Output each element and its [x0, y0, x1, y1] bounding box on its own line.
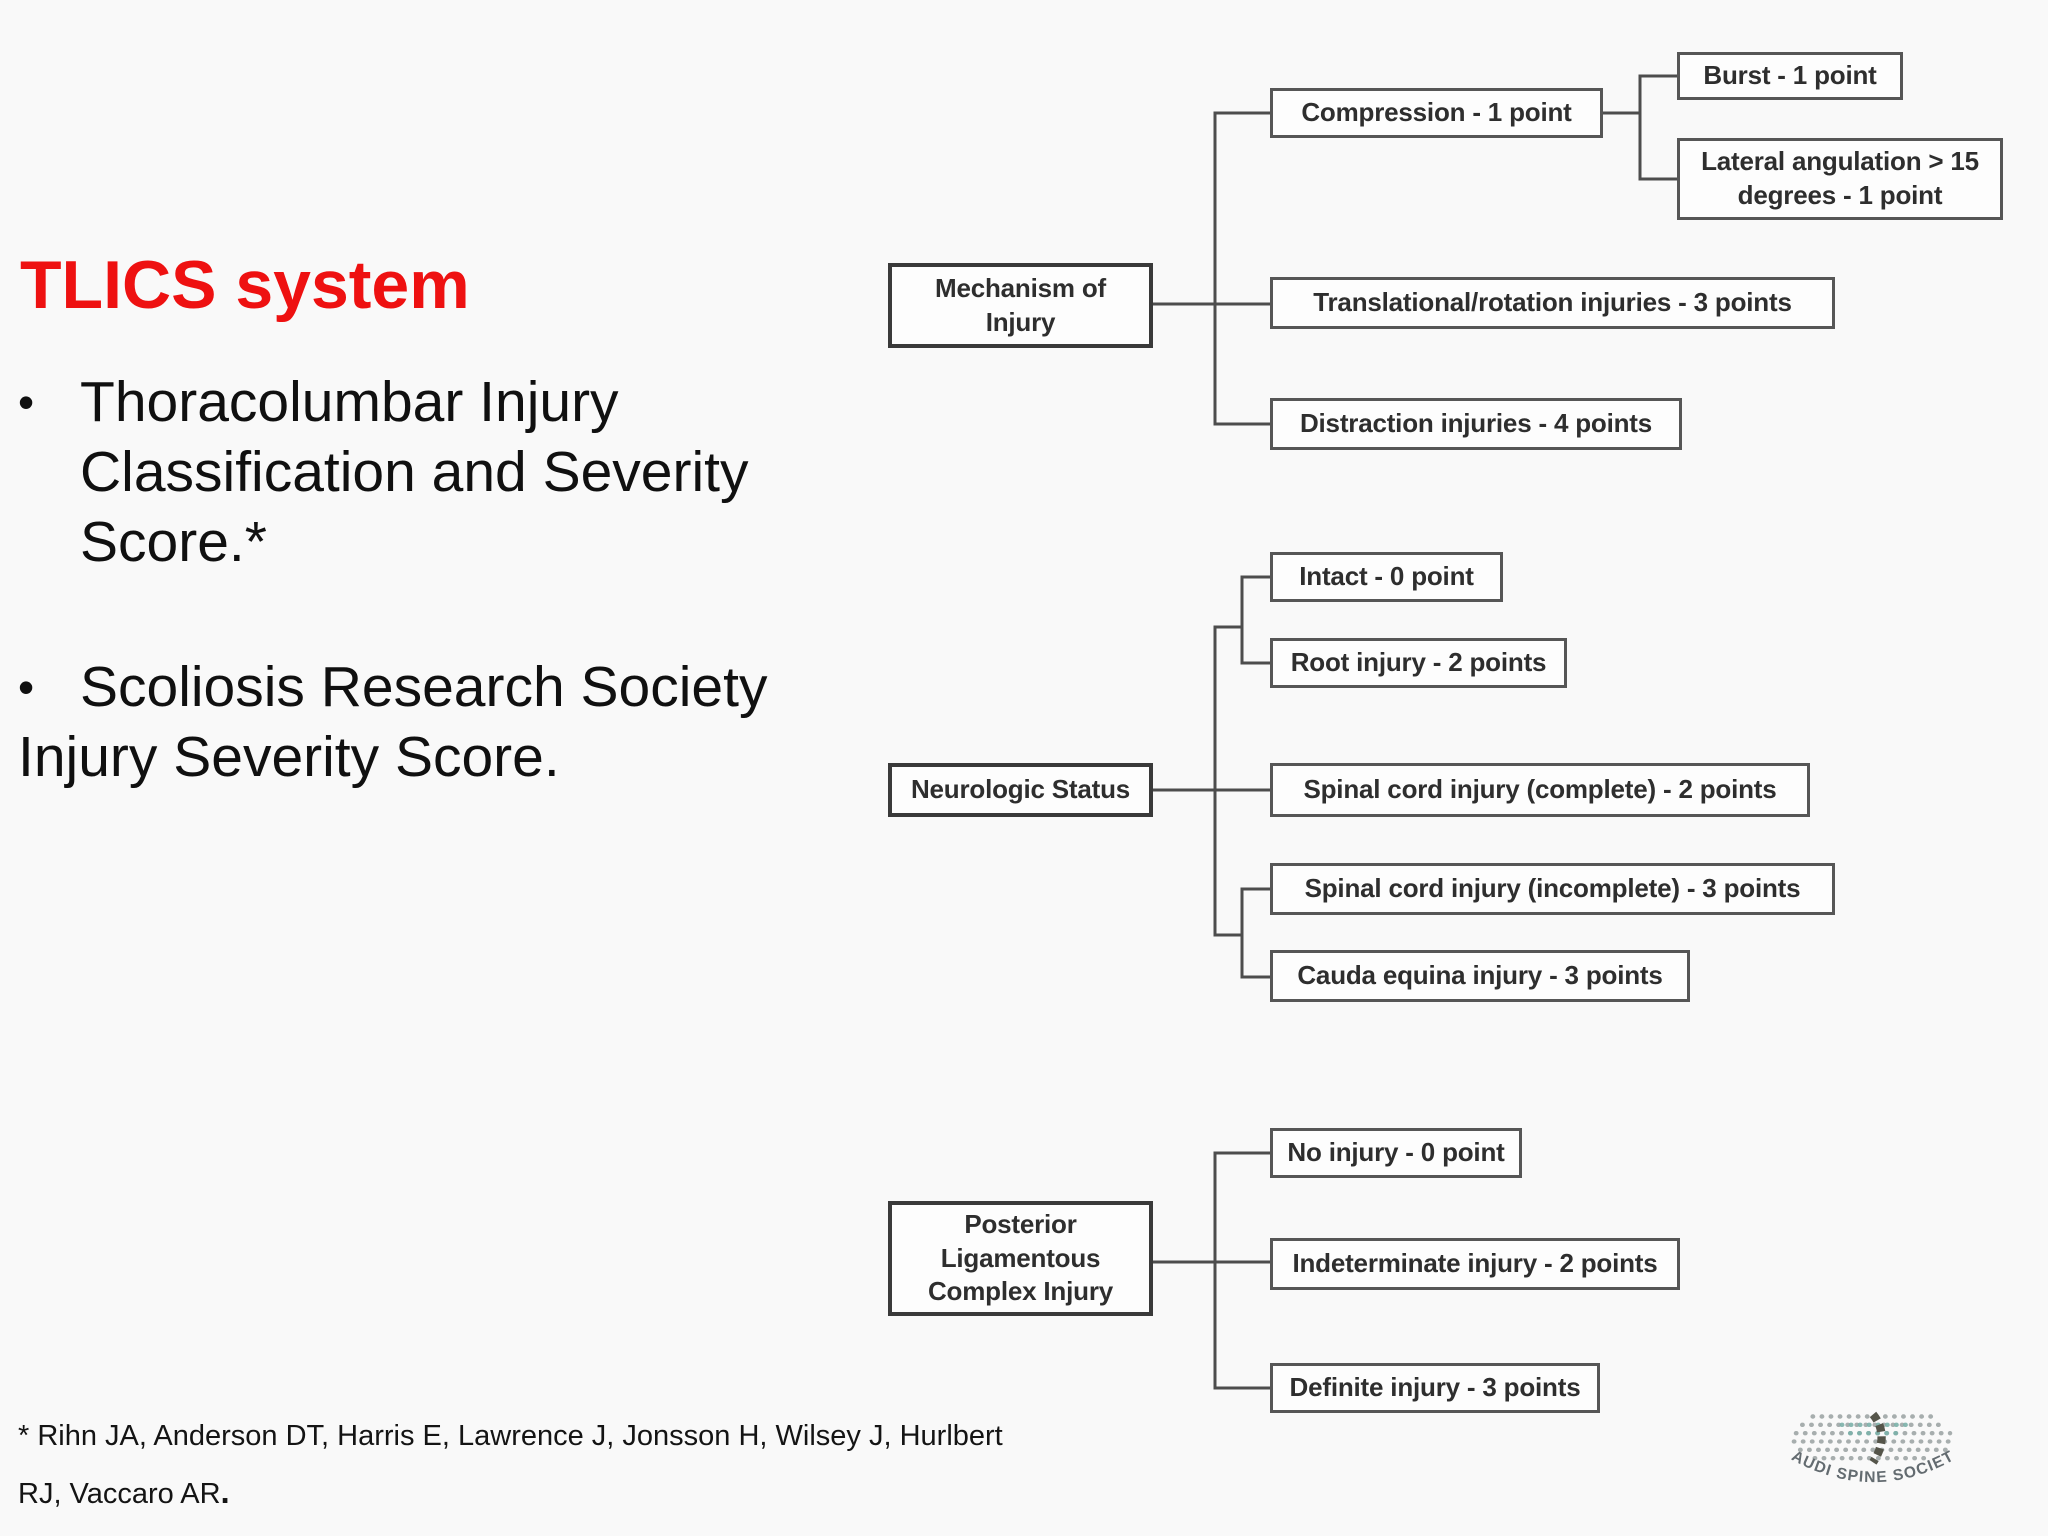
box-root-injury: Root injury - 2 points: [1270, 638, 1567, 688]
footnote-line-1: * Rihn JA, Anderson DT, Harris E, Lawren…: [18, 1420, 1003, 1452]
box-definite-injury: Definite injury - 3 points: [1270, 1363, 1600, 1413]
bullet-marker: •: [18, 376, 35, 428]
box-translational-rotation: Translational/rotation injuries - 3 poin…: [1270, 277, 1835, 329]
footnote-line-2-text: RJ, Vaccaro AR: [18, 1478, 221, 1510]
box-cauda-equina: Cauda equina injury - 3 points: [1270, 950, 1690, 1002]
box-mechanism-of-injury: Mechanism of Injury: [888, 263, 1153, 348]
box-spinal-cord-complete: Spinal cord injury (complete) - 2 points: [1270, 763, 1810, 817]
bullet-2-line-1: Scoliosis Research Society: [80, 655, 768, 719]
footnote-line-2: RJ, Vaccaro AR.: [18, 1475, 230, 1511]
box-distraction: Distraction injuries - 4 points: [1270, 398, 1682, 450]
bullet-item-1: • Thoracolumbar Injury Classification an…: [18, 367, 748, 577]
bullet-2-line-2: Injury Severity Score.: [18, 725, 560, 789]
bullet-item-2: • Scoliosis Research Society: [18, 652, 767, 722]
saudi-spine-society-logo: SAUDI SPINE SOCIETY: [1768, 1404, 1956, 1486]
logo-teal-dots: [1839, 1422, 1912, 1436]
logo-halftone-dots: [1791, 1414, 1955, 1461]
box-intact: Intact - 0 point: [1270, 552, 1503, 602]
footnote-period: .: [220, 1473, 230, 1510]
box-compression: Compression - 1 point: [1270, 88, 1603, 138]
box-spinal-cord-incomplete: Spinal cord injury (incomplete) - 3 poin…: [1270, 863, 1835, 915]
bullet-marker: •: [18, 661, 35, 713]
bullet-1-text: Thoracolumbar Injury Classification and …: [80, 370, 749, 574]
logo-spine-curve: [1869, 1411, 1886, 1465]
box-lateral-angulation: Lateral angulation > 15 degrees - 1 poin…: [1677, 138, 2003, 220]
box-indeterminate-injury: Indeterminate injury - 2 points: [1270, 1238, 1680, 1290]
box-burst: Burst - 1 point: [1677, 52, 1903, 100]
box-no-injury: No injury - 0 point: [1270, 1128, 1522, 1178]
page-title: TLICS system: [20, 247, 470, 323]
box-posterior-ligamentous-complex: Posterior Ligamentous Complex Injury: [888, 1201, 1153, 1316]
box-neurologic-status: Neurologic Status: [888, 763, 1153, 817]
